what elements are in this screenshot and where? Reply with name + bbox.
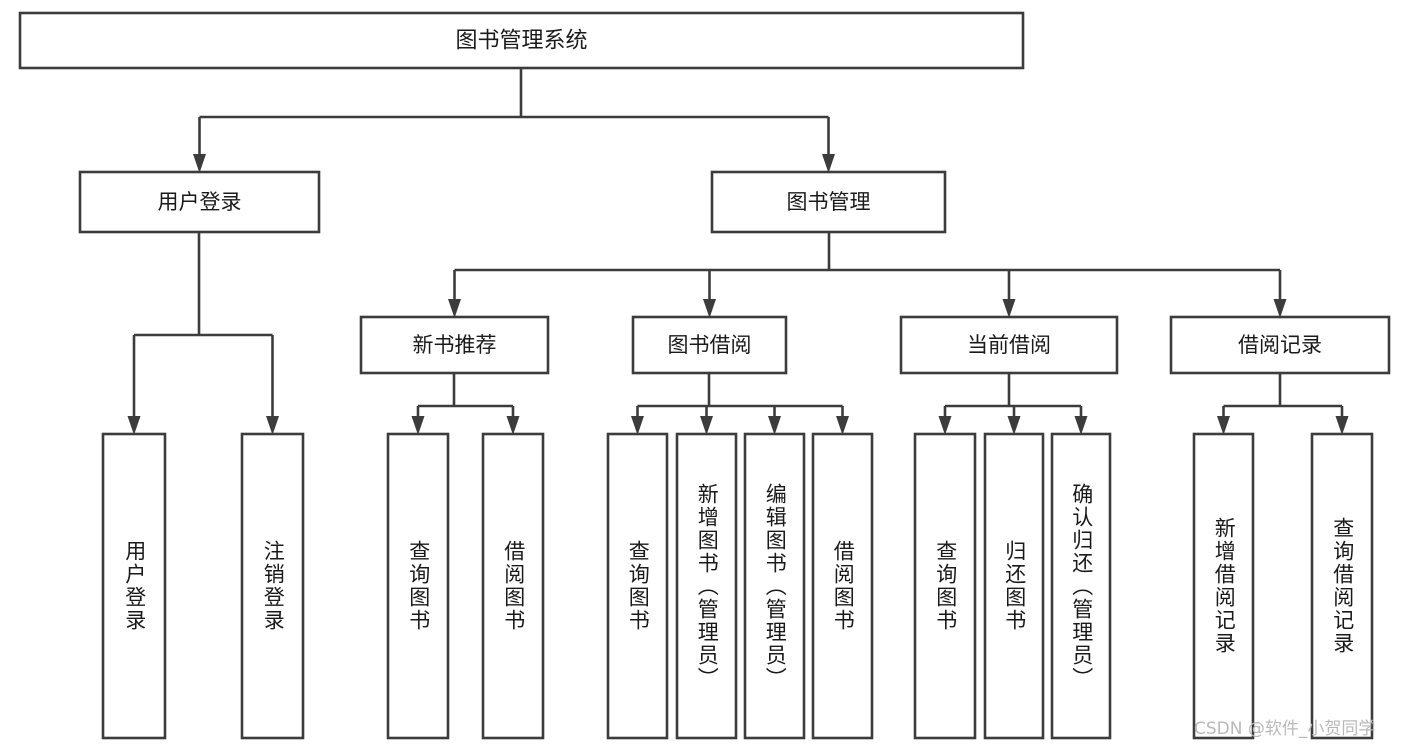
arrow-head-icon	[193, 154, 206, 173]
node-label-root: 图书管理系统	[455, 29, 587, 54]
node-label-current-borrow: 当前借阅	[967, 333, 1051, 357]
node-box-leaf-add-borrow-record[interactable]	[1192, 432, 1255, 740]
node-box-leaf-return-book[interactable]	[983, 432, 1045, 740]
watermark-text: CSDN @软件_小贺同学	[1194, 719, 1376, 739]
arrow-head-icon	[768, 416, 781, 435]
arrow-head-icon	[127, 416, 141, 435]
connector-layer	[127, 68, 1349, 435]
node-box-leaf-add-book[interactable]	[675, 432, 738, 740]
node-box-root[interactable]	[18, 11, 1025, 70]
node-box-leaf-logout[interactable]	[240, 432, 305, 740]
node-box-leaf-query-borrow-record[interactable]	[1310, 432, 1374, 740]
arrow-head-icon	[1217, 416, 1230, 435]
node-label-book-manage: 图书管理	[787, 190, 871, 214]
node-box-layer	[18, 11, 1391, 740]
node-box-leaf-query-book-recommend[interactable]	[386, 432, 450, 740]
arrow-head-icon	[836, 416, 849, 435]
arrow-head-icon	[1002, 299, 1016, 318]
arrow-head-icon	[703, 299, 716, 318]
node-label-user-login: 用户登录	[158, 190, 242, 214]
node-box-leaf-edit-book[interactable]	[743, 432, 806, 740]
node-label-book-borrow: 图书借阅	[668, 333, 752, 357]
arrow-head-icon	[938, 416, 952, 435]
node-box-leaf-query-book-current[interactable]	[913, 432, 977, 740]
node-box-leaf-confirm-return[interactable]	[1050, 432, 1112, 740]
node-label-new-book-recommend: 新书推荐	[413, 333, 497, 357]
arrow-head-icon	[1007, 416, 1021, 435]
node-box-leaf-user-login[interactable]	[101, 432, 167, 740]
arrow-head-icon	[266, 416, 279, 435]
node-box-borrow-record[interactable]	[1169, 315, 1391, 375]
arrow-head-icon	[506, 416, 520, 435]
arrow-head-icon	[411, 416, 425, 435]
node-box-current-borrow[interactable]	[899, 315, 1119, 375]
arrow-head-icon	[1074, 416, 1088, 435]
node-box-leaf-query-book-borrow[interactable]	[606, 432, 669, 740]
arrow-head-icon	[700, 416, 713, 435]
arrow-head-icon	[822, 154, 835, 173]
arrow-head-icon	[1273, 299, 1287, 318]
node-box-leaf-borrow-book[interactable]	[811, 432, 874, 740]
node-label-borrow-record: 借阅记录	[1238, 333, 1322, 357]
arrow-head-icon	[1335, 416, 1349, 435]
arrow-head-icon	[448, 299, 461, 318]
arrow-head-icon	[631, 416, 644, 435]
node-box-book-borrow[interactable]	[631, 315, 788, 375]
node-box-new-book-recommend[interactable]	[359, 315, 550, 375]
node-box-user-login[interactable]	[78, 170, 321, 234]
node-box-book-manage[interactable]	[710, 170, 947, 234]
node-box-leaf-borrow-book-recommend[interactable]	[481, 432, 545, 740]
